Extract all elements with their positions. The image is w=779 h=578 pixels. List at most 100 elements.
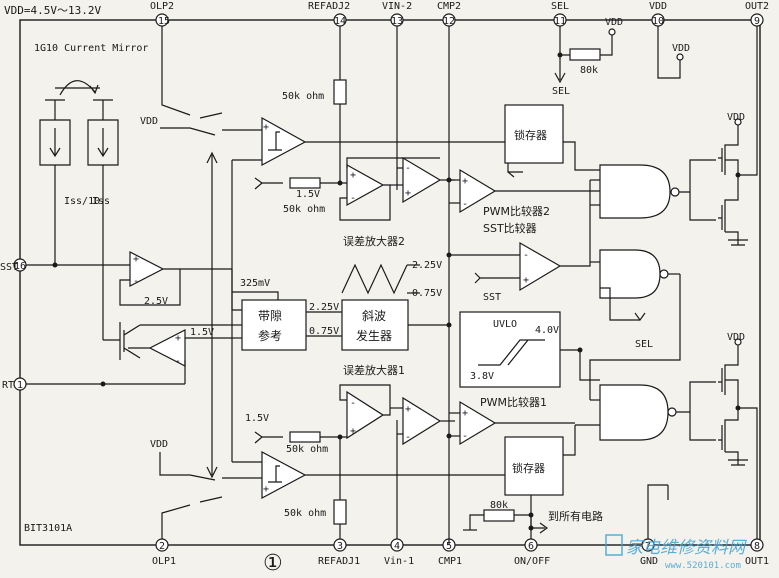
svg-text:-: -	[350, 193, 356, 204]
pin-refadj1[interactable]: 3 REFADJ1	[318, 538, 360, 567]
svg-text:10: 10	[652, 16, 664, 27]
svg-text:-: -	[462, 199, 468, 210]
resistor-refadj2: 50k ohm	[282, 79, 347, 183]
pin-rt[interactable]: 1 RT	[2, 377, 27, 391]
svg-text:SST比较器: SST比较器	[483, 221, 537, 235]
on-off-network: 80k 到所有电路	[463, 500, 603, 534]
svg-text:OLP1: OLP1	[152, 556, 176, 567]
and-gate-upper	[590, 159, 716, 221]
svg-text:-: -	[175, 356, 181, 367]
and-gate-middle: SEL	[589, 249, 681, 400]
svg-text:VDD: VDD	[605, 17, 623, 28]
sst-amp: + - 2.5V	[26, 251, 232, 307]
svg-text:11: 11	[554, 16, 566, 27]
pin-olp1[interactable]: 2 OLP1	[152, 538, 176, 567]
svg-text:VIN-2: VIN-2	[382, 1, 412, 12]
svg-text:+: +	[133, 254, 139, 265]
pwm-comparator-1: + - PWM比较器1	[446, 395, 575, 446]
pin-vdd[interactable]: 10 VDD	[649, 1, 667, 27]
gnd-net	[647, 484, 669, 539]
svg-text:斜波: 斜波	[362, 309, 386, 323]
pin-out1[interactable]: 8 OUT1	[745, 538, 769, 567]
svg-text:+: +	[263, 484, 269, 495]
svg-text:80k: 80k	[580, 65, 598, 76]
v15-mid-label: 1.5V	[190, 327, 214, 338]
svg-text:VDD: VDD	[727, 112, 745, 123]
rt-circuit: + - 1.5V	[26, 322, 232, 387]
pin-out2[interactable]: 9 OUT2	[745, 1, 769, 27]
svg-text:Vin-1: Vin-1	[384, 556, 414, 567]
svg-text:3: 3	[337, 541, 343, 552]
svg-text:9: 9	[754, 16, 760, 27]
svg-text:PWM比较器2: PWM比较器2	[483, 204, 550, 218]
svg-text:ON/OFF: ON/OFF	[514, 556, 550, 567]
svg-text:SST: SST	[483, 292, 501, 303]
pin-sst[interactable]: 16 SST	[0, 258, 27, 273]
v25-label: 2.5V	[144, 296, 168, 307]
svg-text:锁存器: 锁存器	[514, 128, 547, 142]
error-amp-1: 误差放大器1 - + + - 1.5V 50k ohm	[245, 363, 455, 500]
chip-name: BIT3101A	[24, 523, 72, 534]
pin-refadj2[interactable]: 14 REFADJ2	[308, 1, 350, 27]
error-amp-2: 1.5V 50k ohm + - - + 误差放大器2	[254, 156, 455, 248]
pin-vin1[interactable]: 4 Vin-1	[384, 538, 414, 567]
latch-2: 锁存器	[504, 104, 600, 178]
svg-text:50k ohm: 50k ohm	[283, 204, 325, 215]
svg-text:5: 5	[446, 541, 452, 552]
pin-vin2[interactable]: 13 VIN-2	[382, 1, 412, 27]
olp2-comparator: VDD +	[140, 26, 505, 167]
output-stage-2: VDD	[718, 26, 758, 246]
pwm-comparator-2: + - PWM比较器2 SST比较器	[446, 168, 600, 235]
sst-comparator: - + SST	[446, 180, 591, 303]
pin-olp2[interactable]: 15 OLP2	[150, 1, 174, 27]
svg-text:SST: SST	[0, 262, 18, 273]
svg-text:+: +	[462, 176, 468, 187]
svg-text:SEL: SEL	[635, 339, 653, 350]
svg-text:14: 14	[334, 16, 346, 27]
svg-text:13: 13	[391, 16, 403, 27]
uvlo-block: UVLO 4.0V 3.8V	[459, 311, 600, 388]
current-mirror: Iss/10 Iss	[39, 80, 119, 340]
svg-text:-: -	[405, 163, 411, 174]
svg-text:+: +	[350, 170, 356, 181]
pin-cmp2[interactable]: 12 CMP2	[437, 1, 461, 27]
svg-text:50k ohm: 50k ohm	[286, 444, 328, 455]
watermark: 家电维修资料网 www.520101.com	[605, 534, 747, 571]
output-stage-1: VDD	[718, 332, 758, 539]
svg-text:80k: 80k	[490, 500, 508, 511]
olp1-comparator: VDD +	[150, 439, 505, 539]
pin-sel[interactable]: 11 SEL	[551, 1, 569, 27]
svg-text:误差放大器2: 误差放大器2	[343, 234, 405, 248]
svg-text:+: +	[350, 426, 356, 437]
ramp-generator: 斜波 发生器 2.25V 0.75V	[341, 260, 452, 351]
svg-text:家电维修资料网: 家电维修资料网	[626, 538, 747, 558]
and-gate-lower	[575, 381, 716, 441]
v075-label: 0.75V	[309, 326, 339, 337]
svg-text:6: 6	[528, 541, 534, 552]
svg-text:REFADJ2: REFADJ2	[308, 1, 350, 12]
svg-text:50k ohm: 50k ohm	[282, 91, 324, 102]
svg-text:www.520101.com: www.520101.com	[665, 561, 741, 571]
svg-text:+: +	[263, 122, 269, 133]
svg-text:8: 8	[754, 541, 760, 552]
svg-text:-: -	[350, 398, 356, 409]
svg-text:-: -	[405, 432, 411, 443]
latch-1: 锁存器	[504, 425, 576, 539]
iss10-label: Iss/10	[64, 196, 100, 207]
svg-text:VDD: VDD	[649, 1, 667, 12]
svg-text:VDD: VDD	[140, 116, 158, 127]
svg-text:+: +	[175, 333, 181, 344]
svg-text:到所有电路: 到所有电路	[548, 509, 603, 523]
v15-bottom-label: 1.5V	[245, 413, 269, 424]
v325-label: 325mV	[240, 278, 270, 289]
pin-cmp1[interactable]: 5 CMP1	[438, 538, 462, 567]
svg-text:带隙: 带隙	[258, 309, 282, 323]
pin-on-off[interactable]: 6 ON/OFF	[514, 538, 550, 567]
svg-text:参考: 参考	[258, 328, 282, 343]
svg-text:GND: GND	[640, 556, 658, 567]
svg-text:VDD: VDD	[150, 439, 168, 450]
svg-text:12: 12	[443, 16, 455, 27]
v225b-label: 2.25V	[412, 260, 442, 271]
svg-text:OLP2: OLP2	[150, 1, 174, 12]
svg-text:+: +	[523, 275, 529, 286]
